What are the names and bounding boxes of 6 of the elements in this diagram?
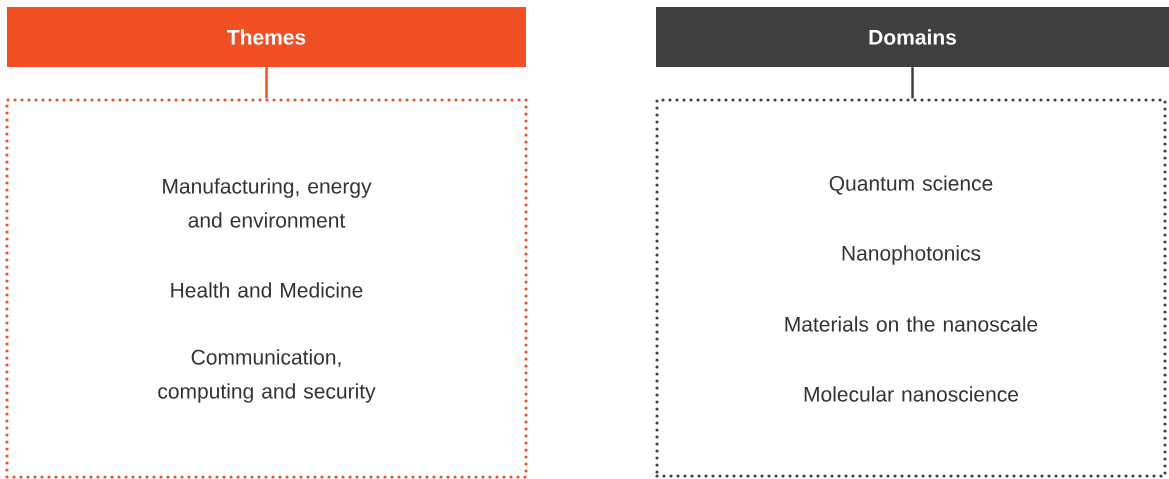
header-box: Domains bbox=[656, 7, 1169, 67]
header-box: Themes bbox=[7, 7, 526, 67]
dotted-panel: Quantum science Nanophotonics Materials on the nanoscale Molecular nanoscience bbox=[655, 98, 1167, 478]
dotted-panel: Manufacturing, energy and environment Health and Medicine Communication, computing and security bbox=[5, 98, 528, 479]
connector-line bbox=[911, 67, 914, 99]
connector-line bbox=[265, 67, 268, 99]
